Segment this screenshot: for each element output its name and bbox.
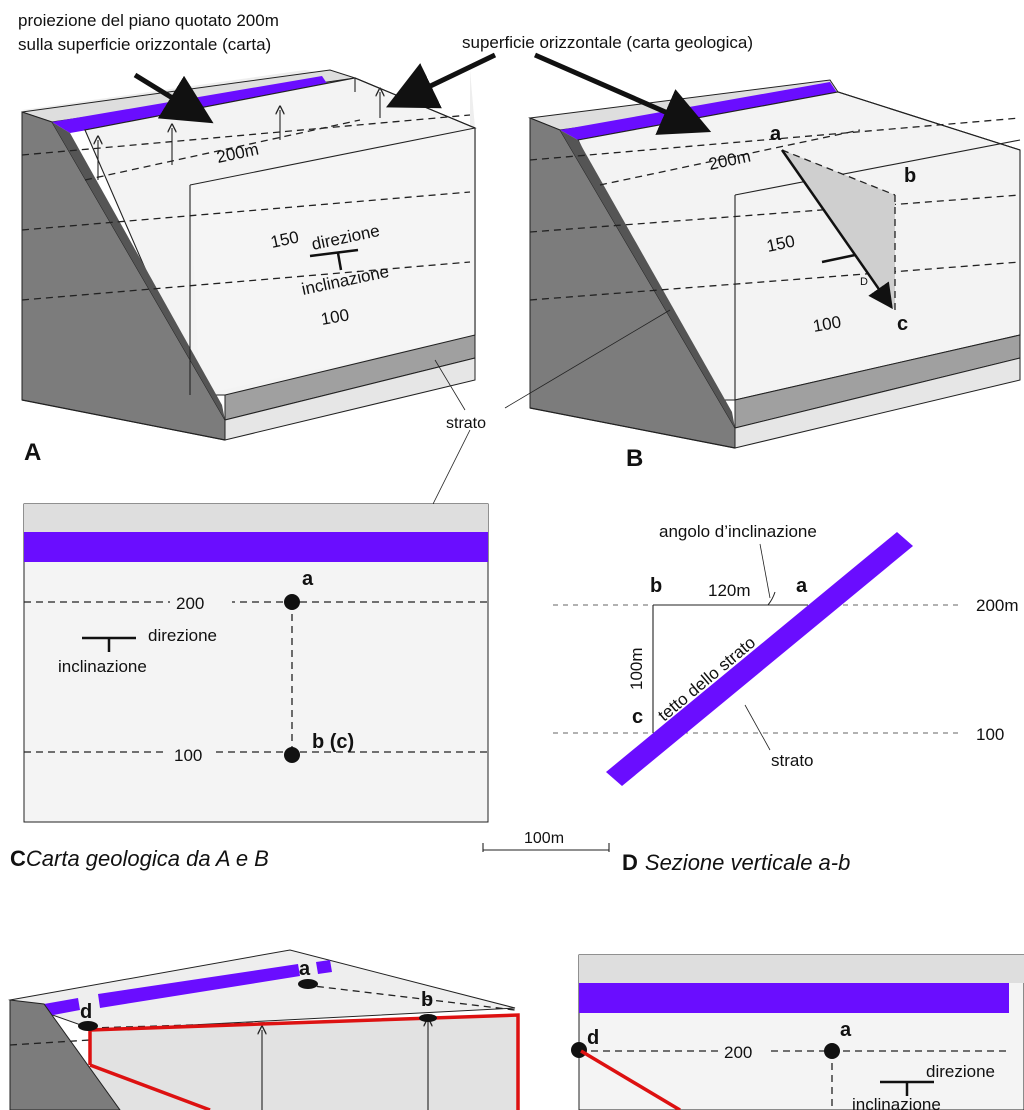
- panel-b-callout-surface: superficie orizzontale (carta geologica): [462, 33, 753, 52]
- panel-c-stratum: [24, 532, 488, 562]
- panel-d-angle-label: angolo d’inclinazione: [659, 522, 817, 541]
- panel-e-point-b-dot: [419, 1014, 437, 1022]
- panel-a-label: A: [24, 439, 41, 466]
- panel-a-callout-projection-2: sulla superficie orizzontale (carta): [18, 35, 271, 54]
- strato-label: strato: [446, 415, 486, 432]
- panel-c-point-bc: b (c): [312, 731, 354, 753]
- panel-d-stratum: [606, 532, 913, 786]
- panel-d-height-label: 100m: [627, 647, 646, 690]
- panel-f-map: [571, 954, 1024, 1110]
- panel-d-distance-label: 120m: [708, 581, 751, 600]
- panel-d-point-a: a: [796, 575, 808, 597]
- panel-c-point-a: a: [302, 568, 314, 590]
- scale-bar-label: 100m: [524, 830, 564, 847]
- panel-b-point-a: a: [770, 123, 782, 145]
- panel-c-caption: CCarta geologica da A e B: [10, 846, 269, 871]
- panel-e-point-d: d: [80, 1001, 92, 1023]
- panel-c-contour-100-label: 100: [174, 746, 202, 765]
- panel-c-point-a-dot: [284, 594, 300, 610]
- panel-b-block: [528, 52, 1021, 449]
- panel-a-callout-projection-1: proiezione del piano quotato 200m: [18, 11, 279, 30]
- scale-bar: [482, 843, 610, 852]
- panel-f-stratum: [579, 983, 1009, 1013]
- panel-b-contour-100-label: 100: [811, 312, 842, 336]
- panel-f-dip-label: inclinazione: [852, 1095, 941, 1110]
- panel-d-level-200: 200m: [976, 596, 1019, 615]
- panel-e-section-line: [89, 1013, 520, 1110]
- panel-c-contour-200-label: 200: [176, 594, 204, 613]
- panel-e-stratum-main: [98, 964, 300, 1008]
- panel-e-point-d-dot: [78, 1021, 98, 1031]
- panel-e-point-b: b: [421, 989, 433, 1011]
- panel-b-dip-letter: D: [860, 276, 868, 288]
- panel-b-point-b: b: [904, 165, 916, 187]
- panel-d-point-b: b: [650, 575, 662, 597]
- panel-e-point-a-dot: [298, 979, 318, 989]
- panel-f-point-d-dot: [571, 1042, 587, 1058]
- panel-f-point-a-dot: [824, 1043, 840, 1059]
- panel-d-strato-label: strato: [771, 751, 814, 770]
- panel-f-strike-label: direzione: [926, 1062, 995, 1081]
- panel-f-contour-200-label: 200: [724, 1043, 752, 1062]
- panel-c-strike-label: direzione: [148, 626, 217, 645]
- panel-c-point-bc-dot: [284, 747, 300, 763]
- panel-a-block: [21, 52, 497, 441]
- panel-d-section: [553, 532, 960, 786]
- panel-b-point-c: c: [897, 313, 908, 335]
- panel-b-label: B: [626, 445, 643, 472]
- panel-a-contour-100-label: 100: [319, 305, 350, 329]
- panel-f-point-d: d: [587, 1027, 599, 1049]
- panel-c-dip-label: inclinazione: [58, 657, 147, 676]
- panel-e-stratum-right: [316, 960, 332, 974]
- panel-e-point-a: a: [299, 958, 311, 980]
- panel-d-point-c: c: [632, 706, 643, 728]
- panel-d-level-100: 100: [976, 725, 1004, 744]
- panel-c-map: [23, 503, 489, 823]
- panel-e-stratum-left: [44, 998, 80, 1016]
- panel-f-point-a: a: [840, 1019, 852, 1041]
- panel-e-block: [8, 949, 520, 1110]
